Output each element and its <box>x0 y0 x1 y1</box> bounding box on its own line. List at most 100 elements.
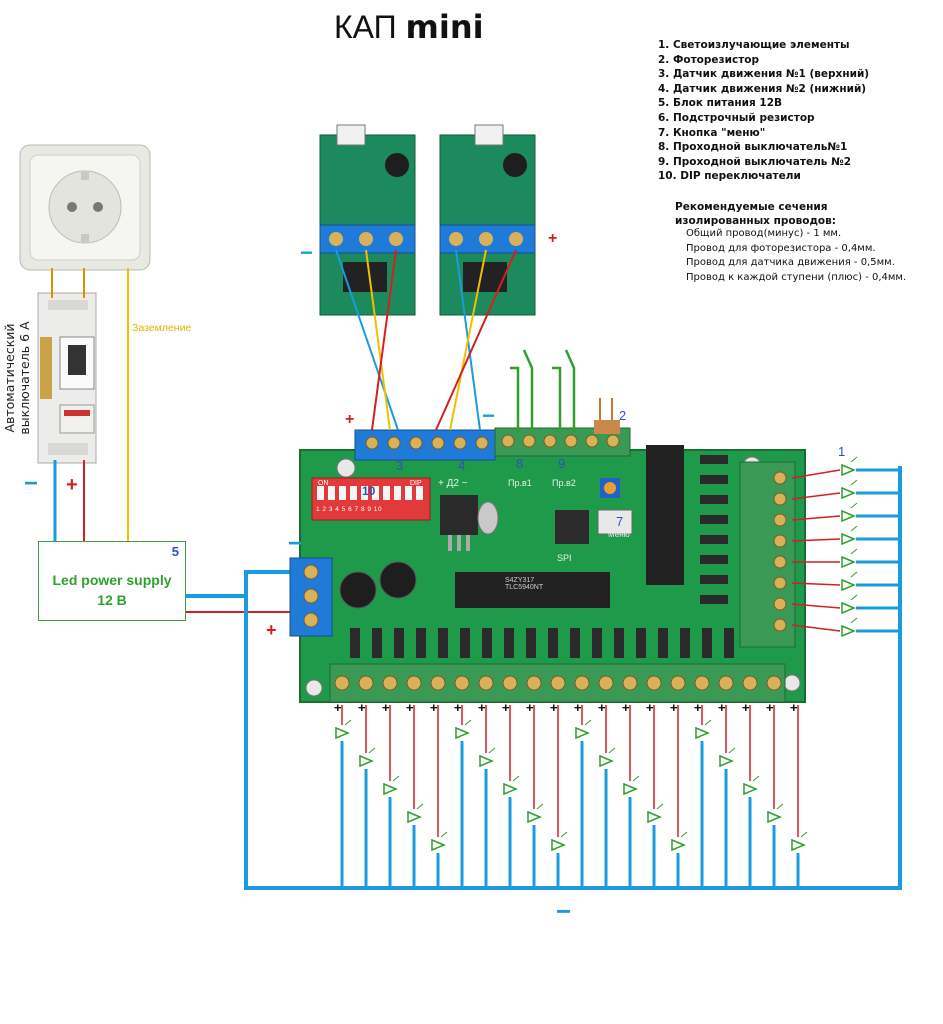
sw1-label: Пр.в1 <box>508 478 532 488</box>
plus-mark: + <box>548 230 558 247</box>
terminal-screw <box>574 675 590 691</box>
plus-mark: + <box>66 474 78 496</box>
psu-label: Led power supply <box>52 572 172 588</box>
breaker-label: Автоматический выключатель 6 А <box>2 321 32 435</box>
led-icon <box>671 838 686 852</box>
led-icon <box>841 463 856 477</box>
plus-mark: + <box>358 700 366 715</box>
led-icon <box>335 726 350 740</box>
terminal-screw <box>406 675 422 691</box>
minus-mark: − <box>300 240 313 265</box>
recommendations-list: Общий провод(минус) - 1 мм. Провод для ф… <box>686 227 906 285</box>
wall-socket <box>19 144 151 271</box>
plus-mark: + <box>742 700 750 715</box>
led-icon <box>841 509 856 523</box>
terminal-screw <box>773 618 787 632</box>
legend-item: 8. Проходной выключатель№1 <box>658 141 848 154</box>
chip-label: S4ZY317 TLC5940NT <box>505 577 544 591</box>
bottom-led-group <box>335 705 808 888</box>
terminal-screw <box>564 434 578 448</box>
d2-label: + Д2 − <box>438 478 468 489</box>
terminal-screw <box>501 434 515 448</box>
led-wire <box>791 624 841 632</box>
legend-item: 4. Датчик движения №2 (нижний) <box>658 82 867 95</box>
sw2-label: Пр.в2 <box>552 478 576 488</box>
terminal-screw <box>773 597 787 611</box>
plus-mark: + <box>334 700 342 715</box>
terminal-screw <box>382 675 398 691</box>
terminal-screw <box>431 436 445 450</box>
legend-item: 7. Кнопка "меню" <box>658 126 766 139</box>
led-icon <box>647 810 662 824</box>
terminal-screw <box>522 434 536 448</box>
terminal-screw <box>622 675 638 691</box>
terminal-screws <box>334 434 787 691</box>
plus-mark: + <box>622 700 630 715</box>
led-icon <box>841 601 856 615</box>
callout-2: 2 <box>619 408 627 423</box>
terminal-screw <box>773 555 787 569</box>
minus-mark: − <box>482 403 495 428</box>
led-icon <box>359 754 374 768</box>
terminal-screw <box>478 675 494 691</box>
minus-mark: − <box>556 896 572 926</box>
terminal-screw <box>773 513 787 527</box>
led-wire <box>791 603 841 609</box>
terminal-screw <box>585 434 599 448</box>
plus-mark: + <box>382 700 390 715</box>
dip-on-label: ON <box>318 480 329 487</box>
plus-mark: + <box>430 700 438 715</box>
legend-item: 6. Подстрочный резистор <box>658 111 815 124</box>
led-icon <box>431 838 446 852</box>
plus-mark: + <box>646 700 654 715</box>
plus-mark: + <box>790 700 798 715</box>
led-wire <box>791 515 841 521</box>
led-wire <box>791 538 841 542</box>
led-icon <box>527 810 542 824</box>
led-icon <box>841 624 856 638</box>
recommendations-title: Рекомендуемые сечения изолированных пров… <box>675 201 836 227</box>
motion-sensor-1 <box>319 124 416 316</box>
recommendation-item: Провод к каждой ступени (плюс) - 0,4мм. <box>686 271 907 283</box>
legend-item: 1. Светоизлучающие элементы <box>658 39 850 51</box>
plus-mark: + <box>502 700 510 715</box>
plus-mark: + <box>345 411 355 428</box>
terminal-screw <box>646 675 662 691</box>
led-icon <box>503 782 518 796</box>
right-led-group <box>791 456 900 638</box>
legend-list: 1. Светоизлучающие элементы 2. Фоторезис… <box>658 38 869 184</box>
power-supply-box: 5 Led power supply 12 В <box>38 541 186 621</box>
led-icon <box>479 754 494 768</box>
psu-voltage: 12 В <box>97 592 127 608</box>
plus-mark: + <box>478 700 486 715</box>
dip-label: DIP <box>410 480 422 487</box>
legend-item: 5. Блок питания 12В <box>658 97 783 110</box>
terminal-screw <box>409 436 423 450</box>
callout-9: 9 <box>558 456 566 471</box>
controller-board <box>289 427 806 703</box>
terminal-screw <box>598 675 614 691</box>
callout-4: 4 <box>458 458 466 473</box>
led-icon <box>841 532 856 546</box>
terminal-screw <box>773 534 787 548</box>
plus-mark: + <box>550 700 558 715</box>
led-icon <box>623 782 638 796</box>
led-icon <box>767 810 782 824</box>
psu-number: 5 <box>171 544 179 559</box>
led-icon <box>575 726 590 740</box>
dip-number: 10 <box>362 484 376 498</box>
recommendation-item: Провод для датчика движения - 0,5мм. <box>686 257 895 268</box>
terminal-screw <box>742 675 758 691</box>
minus-mark: − <box>24 470 39 497</box>
terminal-screw <box>453 436 467 450</box>
terminal-screw <box>773 576 787 590</box>
legend-item: 10. DIP переключатели <box>658 170 801 183</box>
spi-label: SPI <box>557 553 572 563</box>
ground-label: Заземление <box>132 322 192 334</box>
terminal-screw <box>526 675 542 691</box>
terminal-screw <box>430 675 446 691</box>
plus-mark: + <box>526 700 534 715</box>
terminal-screw <box>766 675 782 691</box>
terminal-screw <box>365 436 379 450</box>
